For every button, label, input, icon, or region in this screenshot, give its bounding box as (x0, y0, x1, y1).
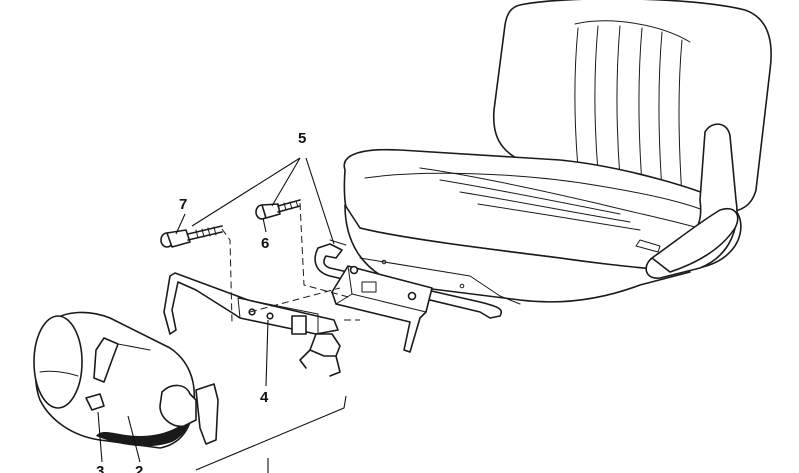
callout-4: 4 (260, 389, 269, 406)
mounting-bracket-icon (163, 272, 341, 377)
callout-6: 6 (261, 235, 269, 252)
callout-5: 5 (298, 130, 306, 147)
bolt-icon (160, 225, 223, 248)
assembly-lines (221, 202, 360, 323)
fire-extinguisher-icon (33, 311, 219, 449)
screw-icon (255, 199, 301, 220)
callout-7: 7 (179, 196, 187, 213)
callout-2: 2 (135, 463, 143, 473)
seat-frame-bracket-icon (314, 243, 502, 353)
seat-icon (329, 0, 772, 305)
callout-3: 3 (96, 463, 104, 473)
leader-lines (97, 157, 347, 473)
